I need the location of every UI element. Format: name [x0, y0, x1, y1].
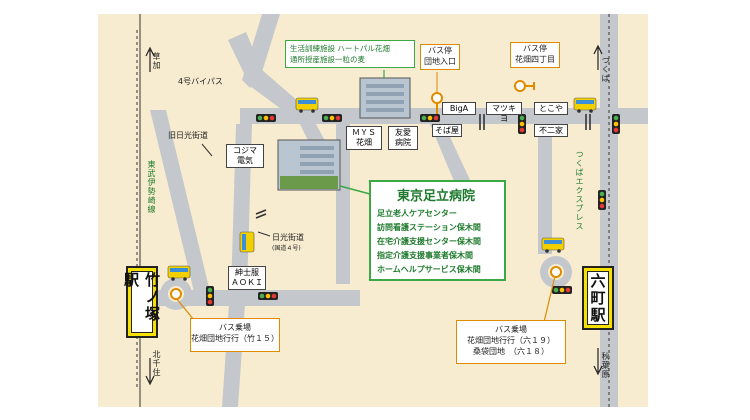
arrow-up-right-icon: [593, 44, 603, 70]
road-label-bypass: 4号バイパス: [178, 77, 223, 86]
station-takenotsuka-label: 竹ノ塚駅: [122, 271, 161, 333]
traffic-light-icon: [206, 286, 214, 306]
bus-stop-pin-icon: [170, 288, 182, 300]
traffic-light-icon: [552, 286, 572, 294]
bus-icon: [573, 97, 597, 113]
road-top-diag: [242, 14, 280, 88]
old-nikko-road: [150, 110, 212, 300]
traffic-lights: [206, 114, 620, 306]
bus-stop-title: バス停: [523, 44, 547, 53]
hospital-building: [277, 139, 341, 191]
landmark-tokoya: とこや: [534, 102, 568, 115]
rail-label-tobu: 東武伊勢崎線: [147, 160, 156, 214]
bus-stop-pin-icon: [431, 72, 443, 114]
road-label-nikko: 日光街道: [272, 233, 304, 242]
bus-stop-name: 団地入口: [424, 57, 456, 66]
hospital-name: 東京足立病院: [397, 189, 476, 204]
bus-terminal-route: 桑袋団地 （六１８）: [473, 347, 549, 356]
landmark-mys: ＭＹＳ 花畑: [346, 126, 382, 150]
left-cross-road: [150, 290, 360, 306]
bus-terminal-title: バス乗場: [495, 325, 527, 334]
station-rokucho-label: 六町駅: [587, 271, 609, 325]
facility-line-2: 通所授産施設一粒の麦: [290, 55, 365, 64]
facility-building: [359, 77, 411, 119]
landmark-matsukiyo: マツキヨ: [486, 102, 522, 123]
traffic-light-icon: [322, 114, 342, 122]
traffic-light-icon: [518, 114, 526, 134]
arrow-down-right-icon: [593, 348, 603, 376]
traffic-light-icon: [420, 114, 440, 122]
traffic-light-icon: [258, 292, 278, 300]
hospital-info-box[interactable]: 東京足立病院 足立老人ケアセンター 訪問看護ステーション保木間 在宅介護支援セン…: [369, 180, 506, 281]
bypass-road: [228, 32, 306, 120]
arrow-up-left-icon: [145, 46, 155, 72]
bus-icon: [295, 97, 319, 113]
bus-stop-title: バス停: [428, 46, 452, 55]
direction-down-left: 北千住: [152, 350, 161, 377]
landmark-fujiya: 不二家: [534, 124, 568, 137]
direction-up-left: 草加: [152, 52, 161, 70]
direction-up-right: つくば: [601, 56, 610, 83]
landmark-yuai: 友愛 病院: [388, 126, 418, 150]
hospital-diag-road: [430, 124, 470, 186]
service-item: 指定介護支援事業者保木間: [377, 251, 473, 260]
arrow-down-left-icon: [145, 358, 155, 386]
traffic-light-icon: [598, 190, 606, 210]
landmark-biga: BigA: [442, 102, 476, 115]
facility-box: 生活訓練施設 ハートパル花畑 通所授産施設一粒の麦: [285, 40, 415, 68]
service-item: ホームヘルプサービス保木間: [377, 265, 481, 274]
traffic-light-icon: [256, 114, 276, 122]
bus-icon: [541, 237, 565, 253]
road-label-nikko-sub: (国道４号): [272, 245, 301, 252]
service-item: 足立老人ケアセンター: [377, 209, 457, 218]
bus-terminal-right[interactable]: バス乗場 花畑団地行行（六１９） 桑袋団地 （六１８）: [456, 320, 566, 364]
bus-stop-pin-icon: [514, 80, 535, 92]
station-rokucho[interactable]: 六町駅: [582, 266, 614, 330]
bus-stop-yonchome[interactable]: バス停 花畑四丁目: [510, 42, 560, 68]
station-takenotsuka[interactable]: 竹ノ塚駅: [122, 266, 161, 338]
facility-line-1: 生活訓練施設 ハートパル花畑: [290, 44, 390, 53]
bus-stop-pin-icon: [550, 266, 562, 278]
right-v-road: [538, 124, 552, 254]
traffic-light-icon: [612, 114, 620, 134]
direction-down-right: 秋葉原: [601, 352, 610, 379]
landmark-sobaya: そば屋: [432, 124, 462, 137]
bus-terminal-route: 花畑団地行行（竹１５）: [191, 334, 279, 343]
road-label-old-nikko: 旧日光街道: [168, 131, 208, 140]
bus-icon: [239, 231, 255, 253]
bus-terminal-title: バス乗場: [219, 323, 251, 332]
bus-terminal-left[interactable]: バス乗場 花畑団地行行（竹１５）: [190, 318, 280, 352]
rail-label-tx: つくばエクスプレス: [575, 150, 584, 231]
buses: [167, 97, 597, 281]
service-item: 在宅介護支援センター保木間: [377, 237, 481, 246]
landmark-kojima: コジマ 電気: [226, 144, 264, 168]
bus-stop-name: 花畑四丁目: [515, 55, 555, 64]
service-item: 訪問看護ステーション保木間: [377, 223, 481, 232]
landmark-shinshifuku: 紳士服 ＡＯＫＩ: [228, 266, 266, 290]
service-list: 足立老人ケアセンター 訪問看護ステーション保木間 在宅介護支援センター保木間 指…: [377, 207, 481, 277]
bus-stop-danchi[interactable]: バス停 団地入口: [420, 44, 460, 70]
bus-icon: [167, 265, 191, 281]
bus-terminal-route: 花畑団地行行（六１９）: [467, 336, 555, 345]
crossings: [255, 114, 591, 219]
